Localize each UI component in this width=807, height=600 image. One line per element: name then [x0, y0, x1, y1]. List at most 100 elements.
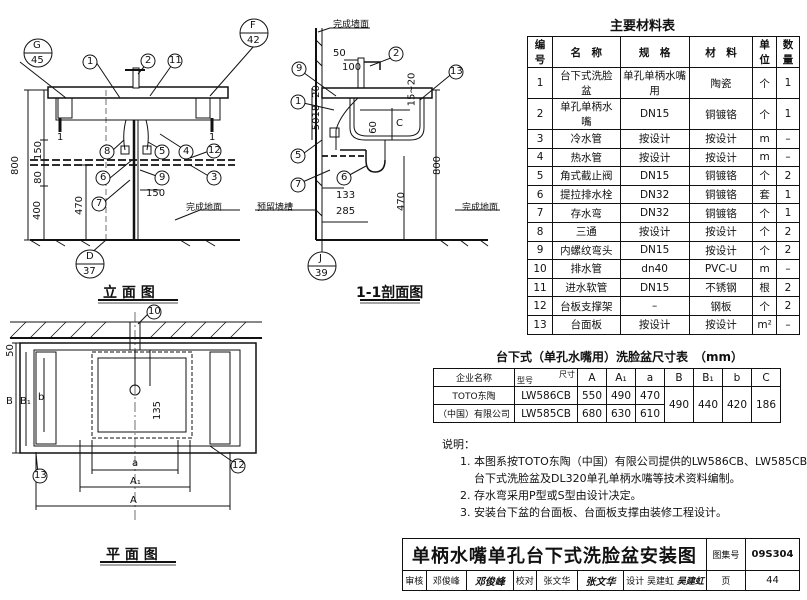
atlas-label: 图集号: [705, 538, 746, 571]
dim-60: 60: [367, 121, 379, 134]
materials-cell: 个: [752, 296, 778, 316]
materials-cell: –: [619, 296, 690, 316]
materials-cell: 台下式洗脸盆: [552, 67, 621, 99]
section-view-title: 1-1剖面图: [356, 285, 424, 301]
faucet-section: [357, 57, 365, 89]
materials-cell: DN32: [619, 184, 690, 205]
elev-num-2: 2: [145, 55, 152, 66]
elev-num-5: 5: [159, 146, 166, 157]
notes-block: 说明： 1. 本图系按TOTO东陶（中国）有限公司提供的LW586CB、LW58…: [442, 436, 807, 521]
elev-num-7: 7: [96, 198, 103, 209]
materials-cell: 按设计: [619, 129, 690, 149]
bracket-left: [57, 97, 73, 119]
checker-label: 校对: [512, 570, 538, 591]
materials-cell: 进水软管: [552, 277, 621, 298]
materials-cell: 排水管: [552, 259, 621, 279]
dim-value-shared: 440: [693, 386, 723, 423]
dim-value: 470: [635, 386, 665, 405]
materials-cell: 陶瓷: [688, 67, 754, 99]
materials-cell: 根: [752, 277, 778, 298]
materials-cell: 个: [752, 98, 778, 130]
materials-cell: 1: [776, 203, 800, 223]
materials-cell: 热水管: [552, 147, 621, 168]
supply-hoses: [123, 119, 149, 151]
elev-num-12: 12: [208, 145, 221, 156]
dim-50-plan: 50: [4, 344, 16, 357]
materials-cell: 按设计: [619, 314, 690, 335]
materials-cell: 铜镀铬: [688, 166, 754, 186]
page-number: 44: [744, 570, 801, 591]
col-header: 编号: [526, 36, 554, 68]
materials-header-row: 编号 名 称 规 格 材 料 单位 数量: [526, 36, 800, 68]
dim-col-B: B: [664, 368, 694, 387]
dim-470-sec: 470: [396, 191, 408, 212]
materials-cell: m²: [752, 314, 778, 335]
dim-row-lw585cb: （中国）有限公司 LW585CB 680 630 610: [433, 404, 781, 423]
section-mark-right: 1: [209, 132, 216, 143]
materials-cell: 单孔单柄水嘴用: [619, 67, 690, 99]
materials-cell: DN32: [619, 203, 690, 223]
callout-f-letter: F: [250, 20, 256, 31]
designer-signature: 吴建虹: [676, 577, 704, 587]
dim-b: b: [38, 392, 45, 403]
col-header: 单位: [752, 36, 778, 68]
dim-corner-company: 企业名称: [433, 368, 515, 387]
elev-num-4: 4: [183, 146, 190, 157]
drawing-title: 单柄水嘴单孔台下式洗脸盆安装图: [402, 538, 707, 571]
p-trap: [365, 150, 386, 173]
dim-C: C: [396, 118, 403, 129]
materials-cell: m: [752, 147, 778, 168]
support-right-plan: [209, 351, 231, 445]
materials-cell: 按设计: [619, 147, 690, 168]
angle-valve-right: [142, 145, 152, 155]
materials-cell: 10: [526, 259, 554, 279]
faucet-elevation: [132, 67, 140, 89]
materials-cell: 个: [752, 67, 778, 99]
dim-header-row: 企业名称 尺寸 型号 A A₁ a B B₁ b C: [433, 368, 781, 387]
dim-model: LW586CB: [514, 386, 578, 405]
materials-cell: 12: [526, 296, 554, 316]
callout-g-number: 45: [31, 55, 44, 66]
materials-cell: –: [776, 129, 800, 149]
dim-5018: 5018: [311, 104, 323, 131]
callout-j-letter: J: [319, 253, 322, 264]
elev-num-11: 11: [169, 55, 182, 66]
callout-j-number: 39: [315, 268, 328, 279]
elevation-view: [19, 45, 255, 304]
dim-B1: B₁: [20, 396, 31, 407]
dim-row-lw586cb: TOTO东陶 LW586CB 550 490 470 490 440 420 1…: [433, 386, 781, 423]
materials-cell: 6: [526, 184, 554, 205]
materials-cell: 个: [752, 166, 778, 186]
designer-label: 设计: [626, 577, 645, 587]
dim-col-B1: B₁: [693, 368, 723, 387]
materials-cell: 5: [526, 166, 554, 186]
dim-a: a: [132, 458, 139, 469]
materials-cell: 9: [526, 240, 554, 261]
materials-cell: 单孔单柄水嘴: [552, 98, 621, 130]
dim-col-b: b: [722, 368, 752, 387]
dim-50: 50: [333, 48, 346, 59]
materials-cell: 按设计: [688, 147, 754, 168]
basin-plan: [91, 351, 193, 439]
dim-285: 285: [336, 206, 356, 217]
materials-cell: 铜镀铬: [688, 98, 754, 130]
basin-section: [349, 98, 425, 141]
reviewer-name: 邓俊峰: [425, 570, 468, 591]
dim-value-shared: 490: [664, 386, 694, 423]
dim-value-shared: 186: [751, 386, 781, 423]
materials-table-title: 主要材料表: [610, 19, 676, 34]
floor-label-sec: 完成地面: [462, 203, 499, 213]
dim-80: 80: [32, 171, 44, 184]
dim-135: 135: [152, 400, 164, 421]
materials-cell: 1: [776, 98, 800, 130]
sec-num-6: 6: [341, 172, 348, 183]
